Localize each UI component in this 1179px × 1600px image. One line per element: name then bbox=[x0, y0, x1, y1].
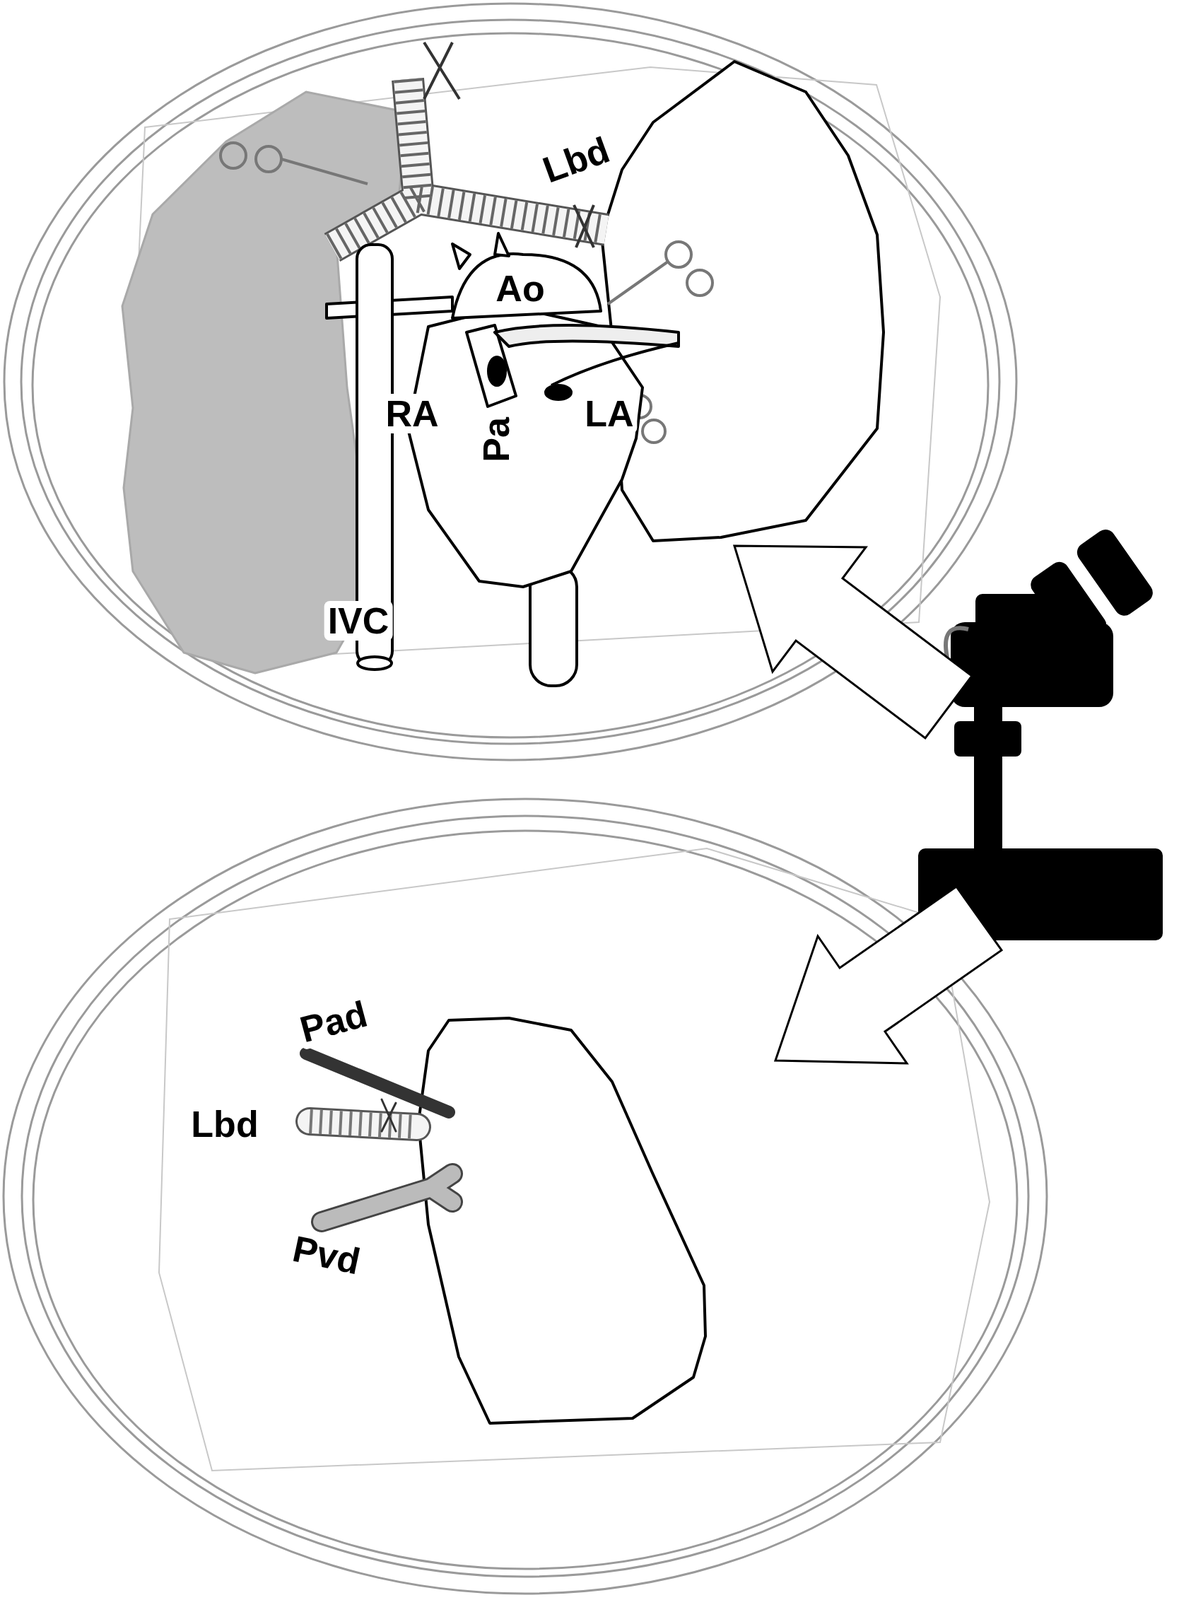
part-label: RA bbox=[381, 393, 442, 434]
hilum-vessels bbox=[306, 1053, 453, 1222]
right-lung bbox=[122, 91, 408, 673]
top-dish bbox=[4, 3, 1017, 760]
part-label: Ao bbox=[491, 268, 548, 309]
view-arrow bbox=[734, 545, 972, 738]
part-label: LA bbox=[581, 393, 637, 434]
left-lung bbox=[601, 61, 884, 541]
view-arrow bbox=[775, 886, 1002, 1064]
part-label: Lbd bbox=[187, 1104, 262, 1144]
bottom-dish bbox=[3, 798, 1047, 1594]
isolated-lung bbox=[418, 1017, 706, 1423]
part-label: Pa bbox=[476, 413, 516, 466]
part-label: IVC bbox=[324, 600, 393, 641]
microscope bbox=[918, 525, 1163, 941]
